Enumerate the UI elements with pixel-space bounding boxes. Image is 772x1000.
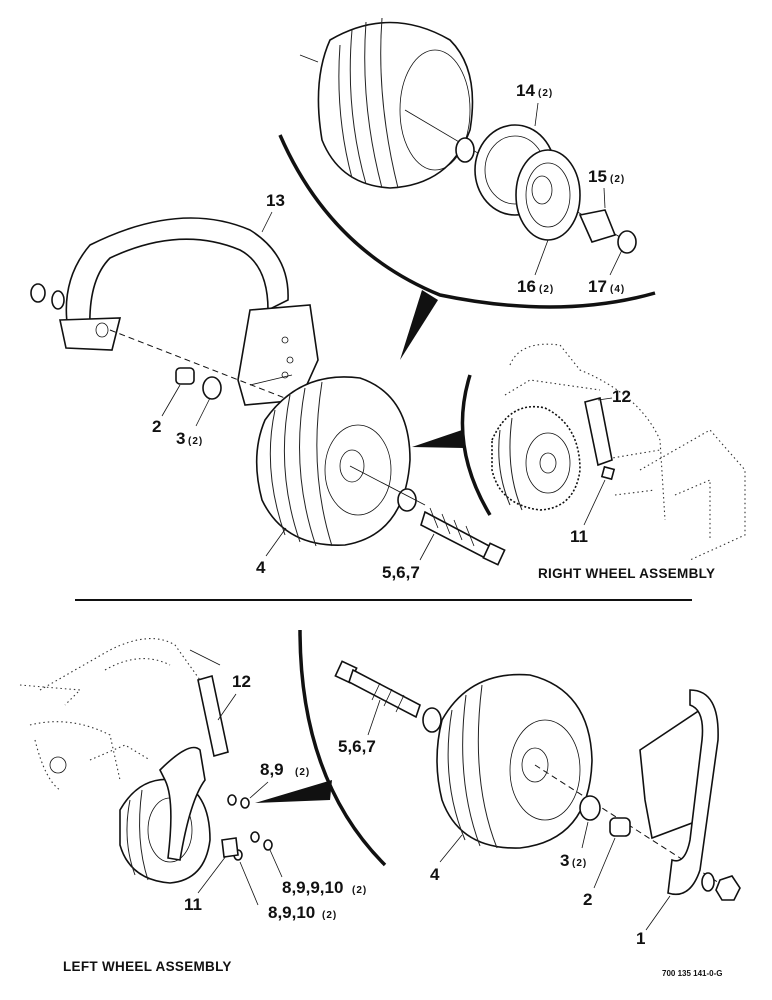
left-detail-arc bbox=[298, 629, 387, 867]
top-bolt-nut-washer-left bbox=[30, 283, 65, 310]
svg-text:1: 1 bbox=[636, 929, 645, 948]
part-label-2-top: 2 bbox=[152, 384, 181, 436]
top-spacers bbox=[175, 367, 222, 400]
svg-text:(2): (2) bbox=[539, 284, 554, 295]
svg-text:11: 11 bbox=[184, 895, 202, 914]
part-label-1: 1 bbox=[636, 895, 671, 948]
part-label-3-bottom: 3 (2) bbox=[560, 821, 589, 870]
part-label-567-bottom: 5,6,7 bbox=[338, 699, 381, 756]
drawing-code: 700 135 141-0-G bbox=[662, 969, 723, 978]
svg-text:5,6,7: 5,6,7 bbox=[382, 563, 420, 582]
svg-text:2: 2 bbox=[152, 417, 161, 436]
svg-text:13: 13 bbox=[266, 191, 285, 210]
svg-text:(2): (2) bbox=[322, 910, 337, 921]
svg-text:8,9,9,10: 8,9,9,10 bbox=[282, 878, 343, 897]
left-wheel-assembly-caption: LEFT WHEEL ASSEMBLY bbox=[63, 959, 232, 974]
svg-text:4: 4 bbox=[430, 865, 440, 884]
svg-text:(2): (2) bbox=[538, 88, 553, 99]
left-detail-pointer bbox=[255, 780, 332, 803]
part-label-3-top: 3 (2) bbox=[176, 397, 211, 448]
part-label-567-top: 5,6,7 bbox=[382, 533, 435, 582]
top-handle bbox=[59, 217, 319, 406]
part-label-12-left: 12 bbox=[217, 672, 251, 721]
svg-text:12: 12 bbox=[612, 387, 631, 406]
part-label-11-right: 11 bbox=[570, 479, 606, 546]
left-spring bbox=[189, 649, 229, 758]
part-label-89: 8,9 (2) bbox=[249, 760, 310, 799]
part-label-11-left: 11 bbox=[184, 855, 227, 914]
svg-text:(2): (2) bbox=[572, 858, 587, 869]
svg-text:16: 16 bbox=[517, 277, 536, 296]
left-mower-frame bbox=[19, 638, 201, 791]
left-hardware bbox=[221, 794, 273, 861]
svg-text:17: 17 bbox=[588, 277, 607, 296]
bottom-handle bbox=[639, 689, 741, 901]
part-label-4-bottom: 4 bbox=[430, 834, 463, 884]
svg-text:(2): (2) bbox=[610, 174, 625, 185]
left-small-wheel bbox=[119, 746, 211, 884]
right-detail-arc bbox=[460, 374, 492, 516]
part-label-13: 13 bbox=[261, 191, 285, 233]
svg-text:3: 3 bbox=[176, 429, 185, 448]
svg-text:8,9: 8,9 bbox=[260, 760, 284, 779]
svg-text:2: 2 bbox=[583, 890, 592, 909]
part-label-2-bottom: 2 bbox=[583, 837, 616, 909]
svg-text:8,9,10: 8,9,10 bbox=[268, 903, 315, 922]
part-label-17: 17 (4) bbox=[588, 249, 625, 296]
svg-text:3: 3 bbox=[560, 851, 569, 870]
svg-text:11: 11 bbox=[570, 527, 588, 546]
svg-text:5,6,7: 5,6,7 bbox=[338, 737, 376, 756]
top-wheel bbox=[255, 376, 506, 566]
top-detail-tire bbox=[299, 17, 474, 189]
svg-text:4: 4 bbox=[256, 558, 266, 577]
right-spring bbox=[584, 397, 616, 481]
part-label-16: 16 (2) bbox=[517, 239, 554, 296]
svg-text:14: 14 bbox=[516, 81, 535, 100]
part-label-15: 15 (2) bbox=[588, 167, 625, 209]
part-label-89910: 8,9,9,10 (2) bbox=[269, 849, 367, 897]
top-axis-line bbox=[109, 329, 291, 401]
part-label-8910: 8,9,10 (2) bbox=[239, 861, 337, 922]
part-label-12-right: 12 bbox=[597, 387, 631, 406]
part-label-4-top: 4 bbox=[256, 527, 287, 577]
svg-text:(2): (2) bbox=[188, 436, 203, 447]
bottom-spacers bbox=[579, 795, 631, 837]
svg-text:15: 15 bbox=[588, 167, 607, 186]
part-label-14: 14 (2) bbox=[516, 81, 553, 127]
svg-text:(2): (2) bbox=[295, 767, 310, 778]
top-detail-pointer bbox=[400, 290, 438, 360]
svg-text:(4): (4) bbox=[610, 284, 625, 295]
bottom-wheel bbox=[436, 673, 593, 849]
right-small-wheel bbox=[491, 406, 581, 511]
bottom-bolt bbox=[334, 660, 442, 733]
right-wheel-assembly-caption: RIGHT WHEEL ASSEMBLY bbox=[538, 566, 715, 581]
top-detail-arc bbox=[278, 134, 656, 309]
right-detail-pointer bbox=[412, 430, 464, 448]
svg-text:(2): (2) bbox=[352, 885, 367, 896]
svg-text:12: 12 bbox=[232, 672, 251, 691]
